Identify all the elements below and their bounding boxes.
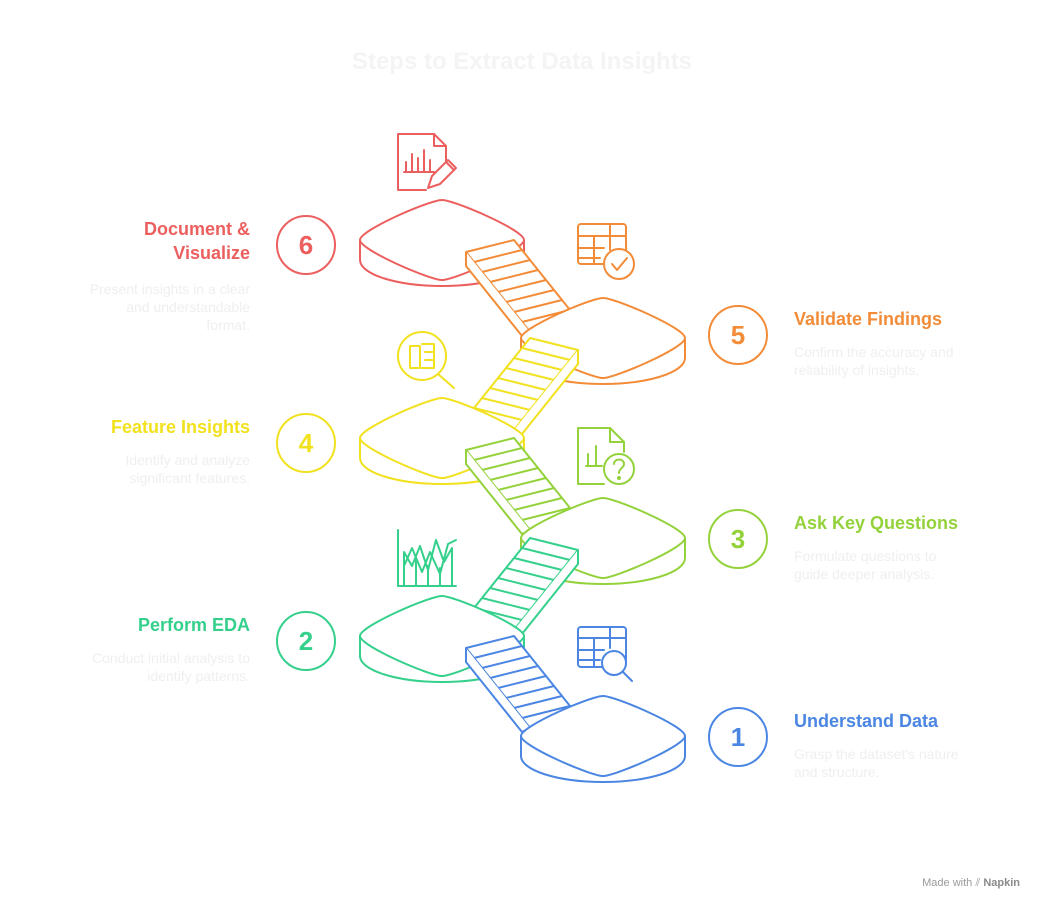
document-question-icon — [577, 427, 635, 485]
document-chart-pen-icon — [397, 133, 457, 191]
made-with-text: Made with — [922, 877, 973, 889]
step-number-1: 1 — [731, 722, 745, 752]
table-check-icon — [577, 223, 635, 280]
step-number-2: 2 — [299, 626, 313, 656]
feature-search-icon — [397, 331, 455, 389]
step-number-3: 3 — [731, 524, 745, 554]
step-desc-5: Confirm the accuracy and reliability of … — [794, 344, 954, 378]
step-label-1: Understand Data — [794, 711, 939, 731]
napkin-brand: Napkin — [983, 877, 1020, 889]
step-label-4: Feature Insights — [110, 417, 250, 437]
diagram-title: Steps to Extract Data Insights — [351, 48, 693, 75]
step-label-2: Perform EDA — [137, 615, 250, 635]
napkin-logo-icon: ⫽ — [975, 877, 981, 889]
step-badge-1: 1 — [708, 707, 768, 767]
table-search-icon — [577, 626, 633, 682]
step-number-5: 5 — [731, 320, 745, 350]
line-chart-icon — [397, 529, 457, 587]
step-badge-6: 6 — [276, 215, 336, 275]
step-number-6: 6 — [299, 230, 313, 260]
step-badge-2: 2 — [276, 611, 336, 671]
step-number-4: 4 — [299, 428, 314, 458]
step-label-5: Validate Findings — [794, 309, 943, 329]
step-badge-5: 5 — [708, 305, 768, 365]
step-desc-2: Conduct initial analysis to identify pat… — [92, 650, 250, 684]
step-label-3: Ask Key Questions — [794, 513, 959, 533]
made-with-napkin-footer[interactable]: Made with ⫽ Napkin — [922, 877, 1020, 890]
step-desc-4: Identify and analyze significant feature… — [125, 452, 250, 486]
step-badge-3: 3 — [708, 509, 768, 569]
step-desc-6: Present insights in a clear and understa… — [89, 281, 250, 333]
step-badge-4: 4 — [276, 413, 336, 473]
step-desc-3: Formulate questions to guide deeper anal… — [794, 548, 937, 582]
step-desc-1: Grasp the dataset's nature and structure… — [794, 746, 959, 780]
step-label-6: Document & Visualize — [143, 219, 250, 263]
